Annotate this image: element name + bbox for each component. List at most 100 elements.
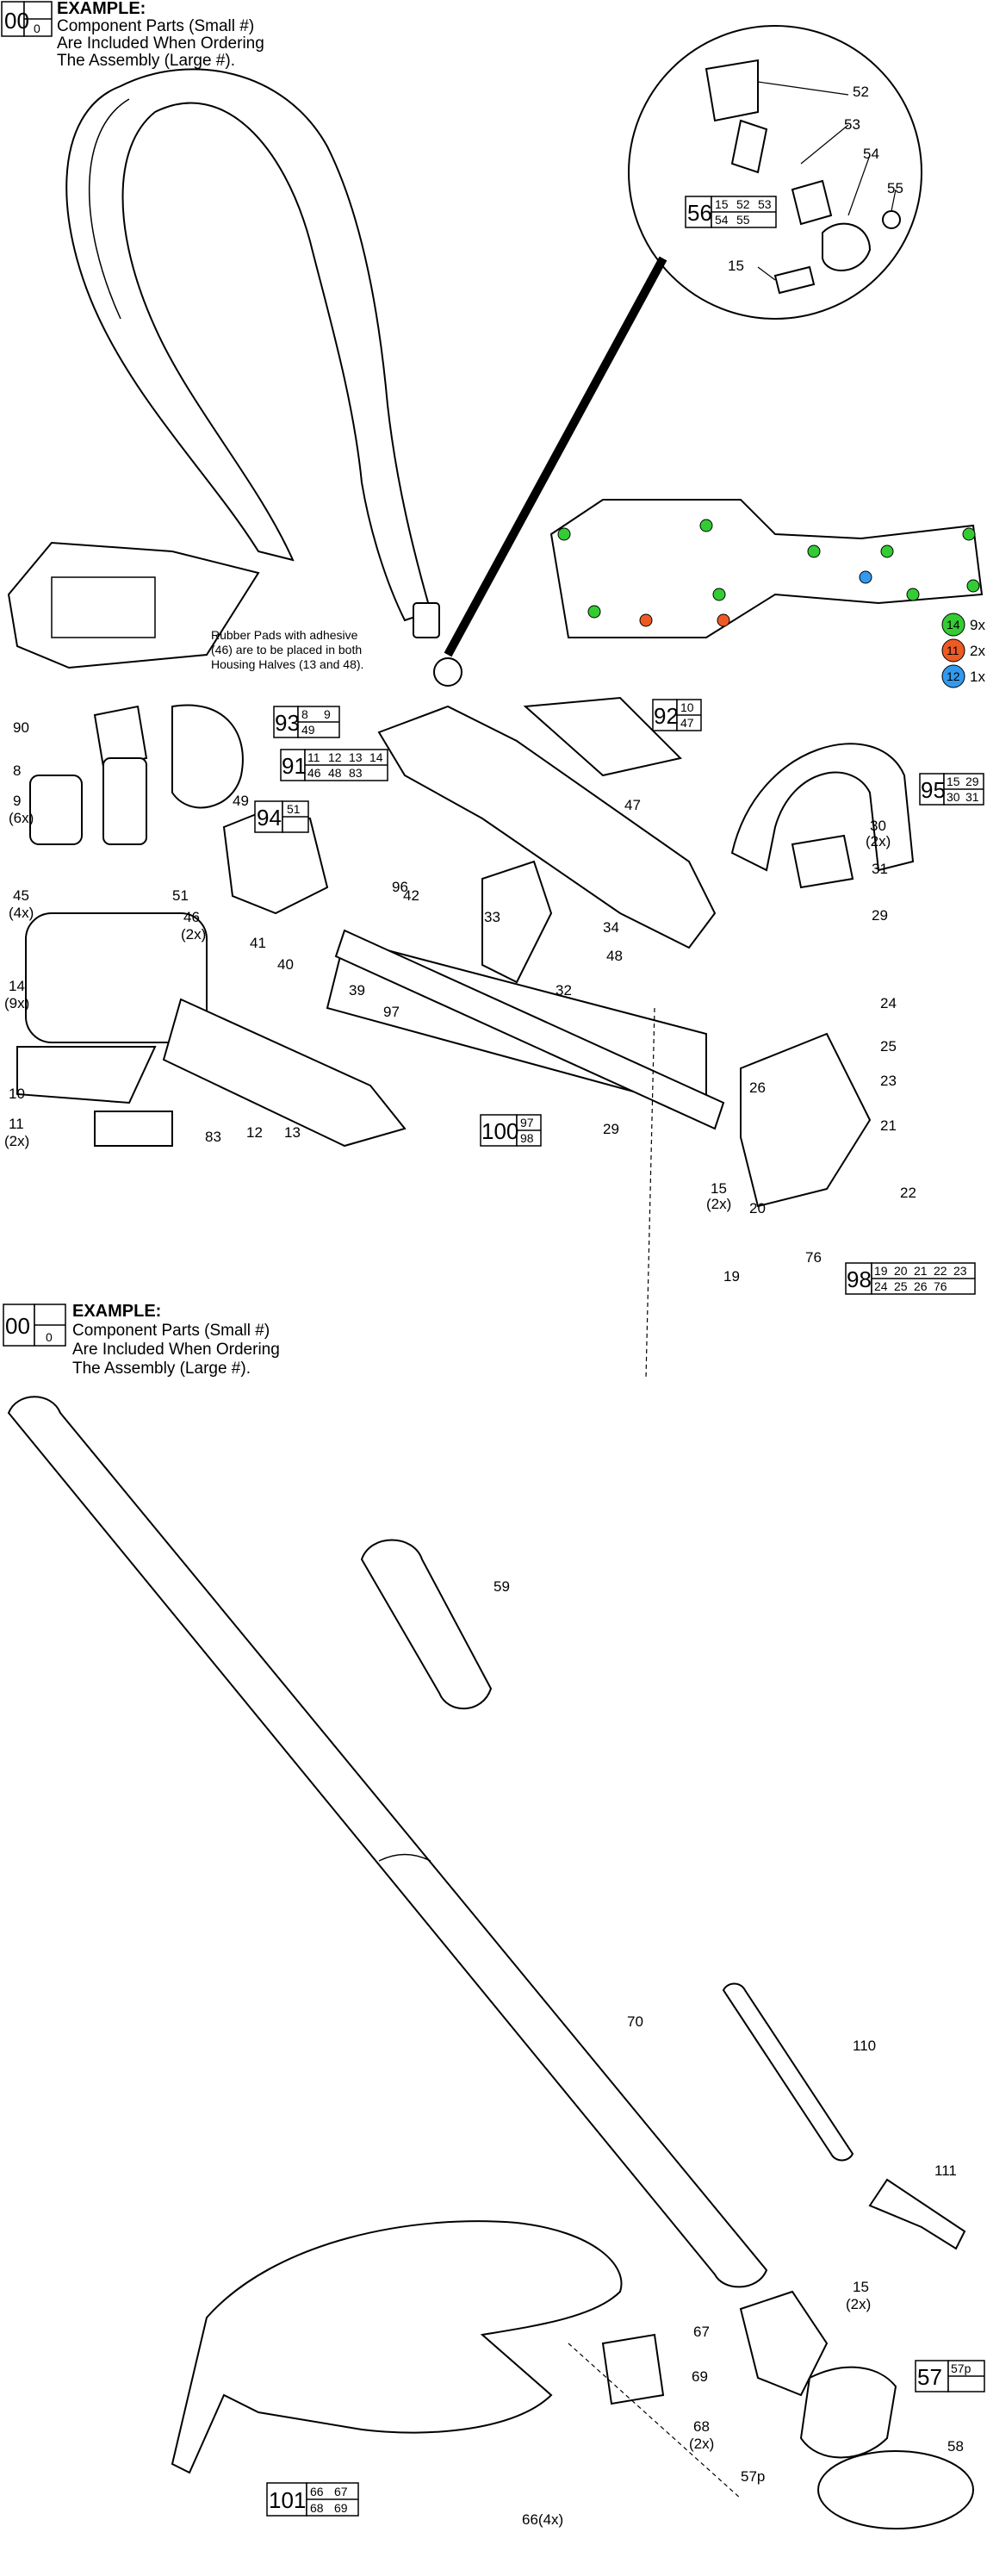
label-49: 49 <box>233 793 249 809</box>
assembly-91-c7: 83 <box>349 766 363 780</box>
assembly-95-c3: 30 <box>947 790 960 804</box>
label-68: 68 <box>693 2418 710 2435</box>
assembly-94-c1: 51 <box>287 802 301 816</box>
lower-shaft <box>7 1396 966 2288</box>
assembly-100-c2: 98 <box>520 1131 534 1145</box>
assembly-98-c8: 26 <box>914 1279 928 1293</box>
label-10: 10 <box>9 1086 25 1102</box>
label-90: 90 <box>13 719 29 736</box>
assembly-100: 100 97 98 <box>480 1114 542 1147</box>
assembly-56-num: 56 <box>687 200 712 226</box>
label-97: 97 <box>383 1004 400 1020</box>
assembly-98-c1: 19 <box>874 1264 888 1278</box>
label-9-qty: (6x) <box>9 810 34 826</box>
assembly-56-c5: 55 <box>736 213 750 227</box>
assembly-101-c3: 68 <box>310 2501 324 2515</box>
note-line3: Housing Halves (13 and 48). <box>211 657 363 671</box>
label-11: 11 <box>9 1116 24 1132</box>
assembly-92-c1: 10 <box>680 700 694 714</box>
example-bottom-line3: The Assembly (Large #). <box>72 1360 251 1378</box>
assembly-91: 91 11 12 13 14 46 48 83 <box>280 749 388 781</box>
label-23: 23 <box>880 1073 897 1089</box>
label-24: 24 <box>880 995 897 1011</box>
example-top-small: 0 <box>34 22 40 35</box>
example-top-line1: Component Parts (Small #) <box>57 17 254 35</box>
label-26: 26 <box>749 1080 766 1096</box>
example-bottom-line2: Are Included When Ordering <box>72 1341 280 1359</box>
label-11-qty: (2x) <box>4 1133 29 1149</box>
assembly-100-num: 100 <box>481 1118 518 1144</box>
legend-dot-12 <box>941 664 965 688</box>
assembly-94-num: 94 <box>257 805 282 831</box>
label-54: 54 <box>863 146 879 162</box>
label-55: 55 <box>887 180 903 196</box>
label-30: 30 <box>870 818 886 834</box>
label-111: 111 <box>934 2162 957 2179</box>
assembly-92-c2: 47 <box>680 716 694 730</box>
label-15-detail: 15 <box>728 258 744 274</box>
labels-top: 90 8 9 (6x) 45 (4x) 49 51 46 (2x) 41 40 … <box>4 719 916 1285</box>
assembly-98-c7: 25 <box>894 1279 908 1293</box>
label-67: 67 <box>693 2324 710 2340</box>
label-15-mid: 15 <box>711 1180 727 1197</box>
assembly-101-c1: 66 <box>310 2485 324 2498</box>
legend-dot-11 <box>941 638 965 663</box>
assembly-98-c5: 23 <box>953 1264 967 1278</box>
label-57p: 57p <box>741 2468 765 2485</box>
label-96: 96 <box>392 879 408 895</box>
label-15-mid-qty: (2x) <box>706 1196 731 1212</box>
assembly-93-c1: 8 <box>301 707 308 721</box>
example-bottom-line1: Component Parts (Small #) <box>72 1322 270 1340</box>
assembly-98-c4: 22 <box>934 1264 947 1278</box>
label-19: 19 <box>723 1268 740 1285</box>
label-29-mid: 29 <box>603 1121 619 1137</box>
label-15-bottom: 15 <box>853 2279 869 2295</box>
shoulder-strap-drawing <box>65 68 462 687</box>
assembly-95-c2: 29 <box>965 775 979 788</box>
assembly-95-c1: 15 <box>947 775 960 788</box>
example-bottom-big: 00 <box>5 1313 30 1339</box>
assembly-101-c4: 69 <box>334 2501 348 2515</box>
assembly-101-num: 101 <box>269 2487 306 2513</box>
assembly-57: 57 57p <box>915 2360 985 2392</box>
assembly-95-num: 95 <box>921 777 946 803</box>
label-59: 59 <box>494 1578 510 1595</box>
label-21: 21 <box>880 1117 897 1134</box>
assembly-57-num: 57 <box>917 2364 942 2390</box>
label-45: 45 <box>13 887 29 904</box>
label-30-qty: (2x) <box>866 833 891 849</box>
label-33: 33 <box>484 909 500 925</box>
legend-dot-14 <box>941 613 965 637</box>
legend-num-11: 11 <box>947 644 959 657</box>
assembly-56-c2: 52 <box>736 197 750 211</box>
example-bottom-title: EXAMPLE: <box>72 1302 161 1321</box>
d-handle <box>730 743 915 889</box>
label-29-top: 29 <box>872 907 888 924</box>
housing-top-right <box>549 499 984 638</box>
label-69: 69 <box>692 2368 708 2385</box>
motor-housing-left: Rubber Pads with adhesive (46) are to be… <box>7 541 363 671</box>
assembly-91-c4: 14 <box>369 750 383 764</box>
assembly-91-c6: 48 <box>328 766 342 780</box>
assembly-98-c9: 76 <box>934 1279 947 1293</box>
label-14: 14 <box>9 978 25 994</box>
assembly-94: 94 51 <box>254 800 309 833</box>
label-76: 76 <box>805 1249 822 1266</box>
label-66: 66(4x) <box>522 2511 563 2528</box>
assembly-98-c2: 20 <box>894 1264 908 1278</box>
assembly-95: 95 15 29 30 31 <box>919 773 984 806</box>
legend-count-14: 9x <box>970 617 985 633</box>
label-47: 47 <box>624 797 641 813</box>
label-48: 48 <box>606 948 623 964</box>
label-22: 22 <box>900 1185 916 1201</box>
assembly-91-c1: 11 <box>307 750 320 764</box>
assembly-92-num: 92 <box>654 703 679 729</box>
label-41: 41 <box>250 935 266 951</box>
assembly-93-c3: 49 <box>301 723 315 737</box>
example-top-line2: Are Included When Ordering <box>57 34 264 53</box>
assembly-56: 56 15 52 53 54 55 <box>685 196 777 228</box>
label-51: 51 <box>172 887 189 904</box>
assembly-93-c2: 9 <box>324 707 331 721</box>
assembly-100-c1: 97 <box>520 1116 534 1129</box>
